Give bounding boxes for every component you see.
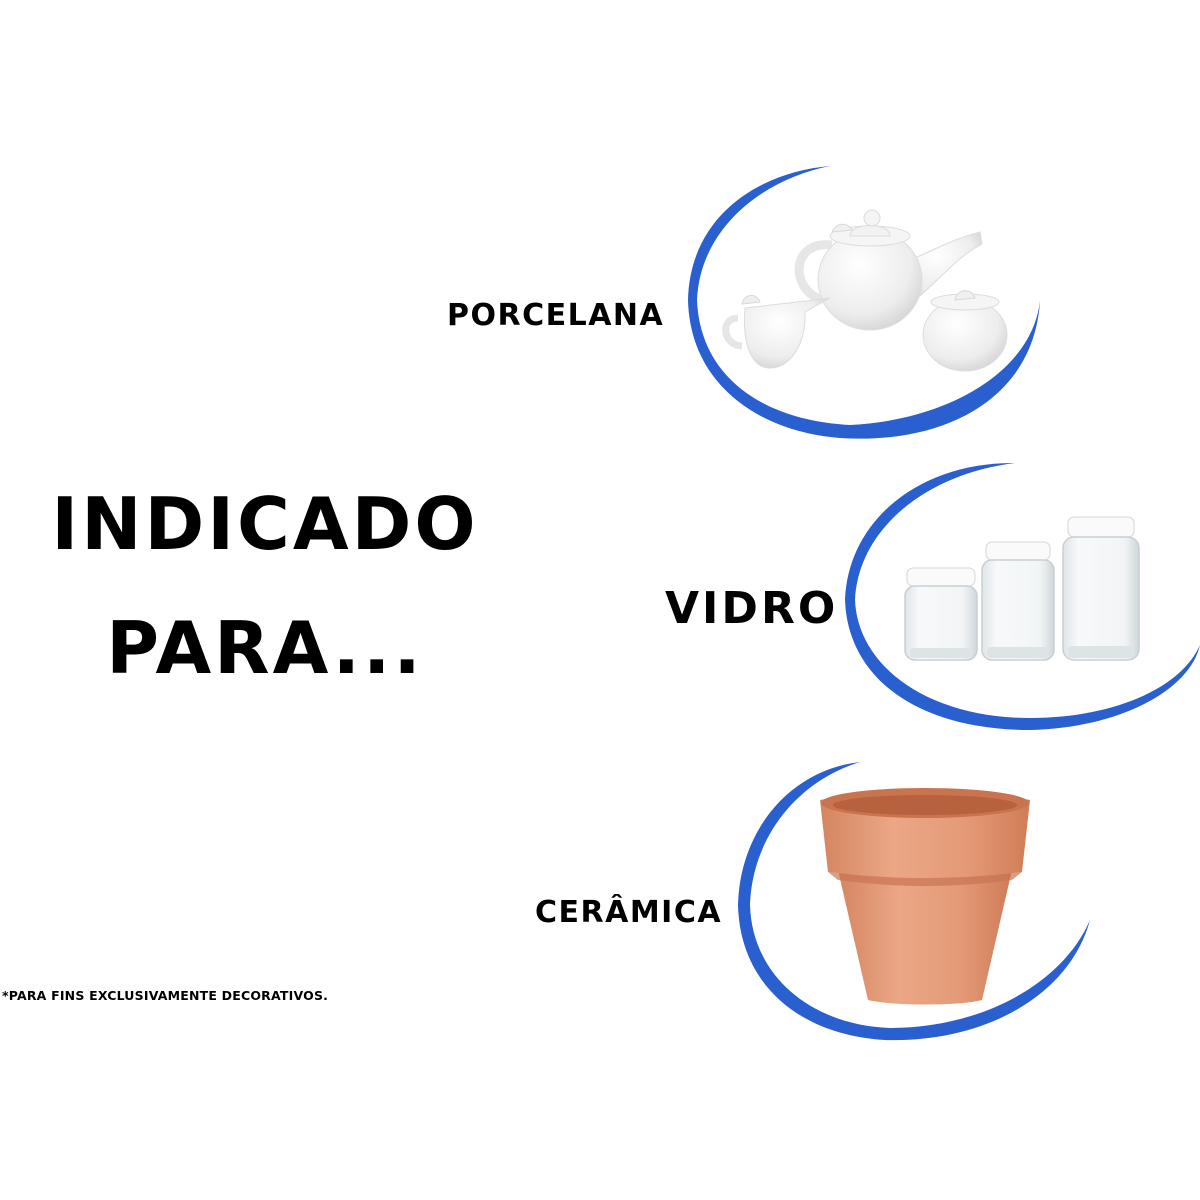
disclaimer-note: *PARA FINS EXCLUSIVAMENTE DECORATIVOS. [2, 988, 329, 1003]
material-label-ceramica: CERÂMICA [535, 895, 723, 930]
terracotta-pot-icon [820, 788, 1030, 1005]
headline-line-1: INDICADO [51, 482, 479, 566]
material-label-vidro: VIDRO [665, 583, 839, 634]
headline: INDICADO PARA... [0, 462, 530, 710]
material-label-porcelana: PORCELANA [447, 298, 665, 333]
headline-line-2: PARA... [106, 606, 424, 690]
porcelain-tea-set-icon [722, 209, 1008, 372]
glass-jars-icon [904, 516, 1140, 661]
